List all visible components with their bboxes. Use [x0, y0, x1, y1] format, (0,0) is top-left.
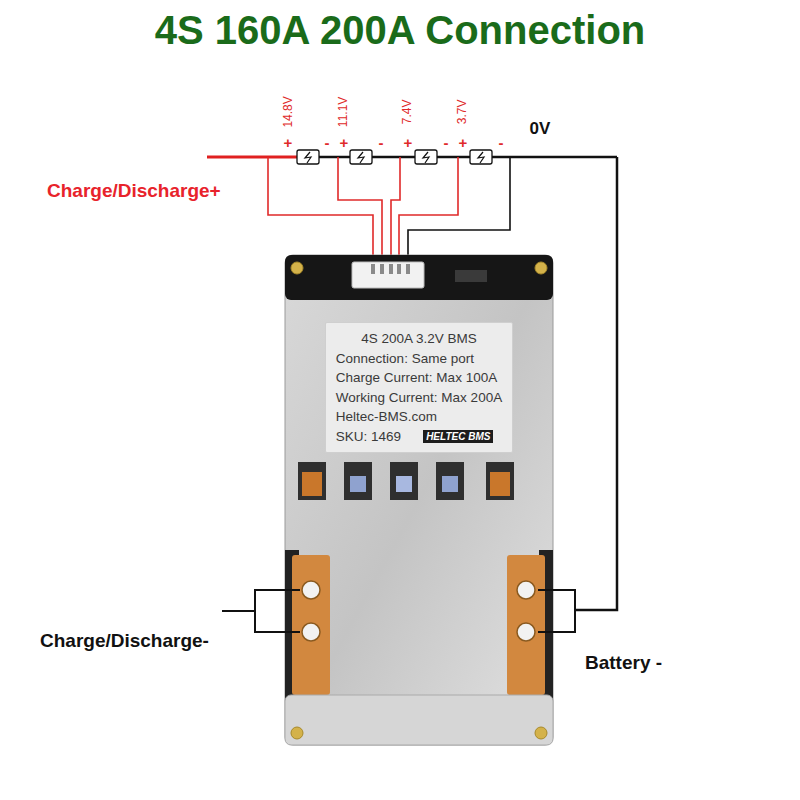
heatsink-window — [436, 462, 464, 500]
spec-text: 4S 200A 3.2V BMS — [336, 329, 502, 349]
polarity-sign: - — [379, 134, 384, 151]
battery-cell — [470, 150, 492, 164]
connector-pin — [371, 264, 375, 274]
balance-connector — [352, 262, 424, 288]
window-part — [396, 476, 412, 492]
lightning-symbol — [478, 152, 484, 163]
terminal-bracket — [255, 590, 300, 632]
copper-terminal — [292, 555, 330, 695]
lightning-symbol — [305, 152, 311, 163]
window-part — [490, 472, 510, 496]
lead-line — [222, 610, 255, 612]
polarity-sign: + — [284, 134, 293, 151]
screw — [291, 727, 303, 739]
voltage-label: 0V — [530, 119, 551, 139]
smd-component — [455, 270, 487, 282]
battery-cell — [297, 150, 319, 164]
balance-wire — [338, 157, 382, 262]
terminal-label: Charge/Discharge+ — [47, 180, 221, 202]
positive-wire — [207, 156, 297, 159]
window-part — [442, 476, 458, 492]
polarity-sign: + — [404, 134, 413, 151]
polarity-sign: - — [444, 134, 449, 151]
balance-wire — [408, 157, 510, 262]
connector-pin — [380, 264, 384, 274]
heatsink-window — [486, 462, 514, 500]
spec-label: 4S 200A 3.2V BMSConnection: Same portCha… — [325, 322, 513, 453]
connector-pin — [389, 264, 393, 274]
negative-wire — [575, 157, 617, 610]
spec-text: Heltec-BMS.com — [336, 407, 502, 427]
brand-logo: HELTEC BMS — [423, 430, 493, 443]
voltage-label: 3.7V — [456, 100, 470, 125]
spec-text: Charge Current: Max 100A — [336, 368, 502, 388]
voltage-label: 14.8V — [281, 96, 295, 127]
lightning-symbol — [358, 152, 364, 163]
spec-text: Working Current: Max 200A — [336, 388, 502, 408]
voltage-label: 7.4V — [401, 100, 415, 125]
terminal-hole — [517, 623, 535, 641]
terminal-label: Battery - — [585, 652, 662, 674]
bms-board — [285, 255, 553, 745]
connector-pin — [406, 264, 410, 274]
screw — [535, 262, 547, 274]
lightning-symbol — [423, 152, 429, 163]
connector-pin — [397, 264, 401, 274]
terminal-hole — [517, 581, 535, 599]
polarity-sign: + — [459, 134, 468, 151]
copper-terminal — [507, 555, 545, 695]
spec-text: Connection: Same port — [336, 349, 502, 369]
terminal-bracket — [538, 590, 575, 632]
screw — [291, 262, 303, 274]
polarity-sign: - — [499, 134, 504, 151]
board-cover — [285, 695, 553, 745]
terminal-hole — [302, 623, 320, 641]
series-wire — [297, 156, 617, 159]
spec-text: SKU: 1469 — [336, 427, 401, 447]
diagram-title: 4S 160A 200A Connection — [0, 8, 800, 53]
terminal-hole — [302, 581, 320, 599]
window-part — [350, 476, 366, 492]
polarity-sign: - — [325, 134, 330, 151]
battery-cell — [415, 150, 437, 164]
heatsink-window — [344, 462, 372, 500]
heatsink-window — [298, 462, 326, 500]
balance-wire — [268, 157, 373, 262]
screw — [535, 727, 547, 739]
heatsink-window — [390, 462, 418, 500]
voltage-label: 11.1V — [337, 97, 351, 127]
window-part — [302, 472, 322, 496]
battery-cell — [350, 150, 372, 164]
polarity-sign: + — [340, 134, 349, 151]
terminal-label: Charge/Discharge- — [40, 630, 209, 652]
pcb-strip — [285, 255, 553, 300]
